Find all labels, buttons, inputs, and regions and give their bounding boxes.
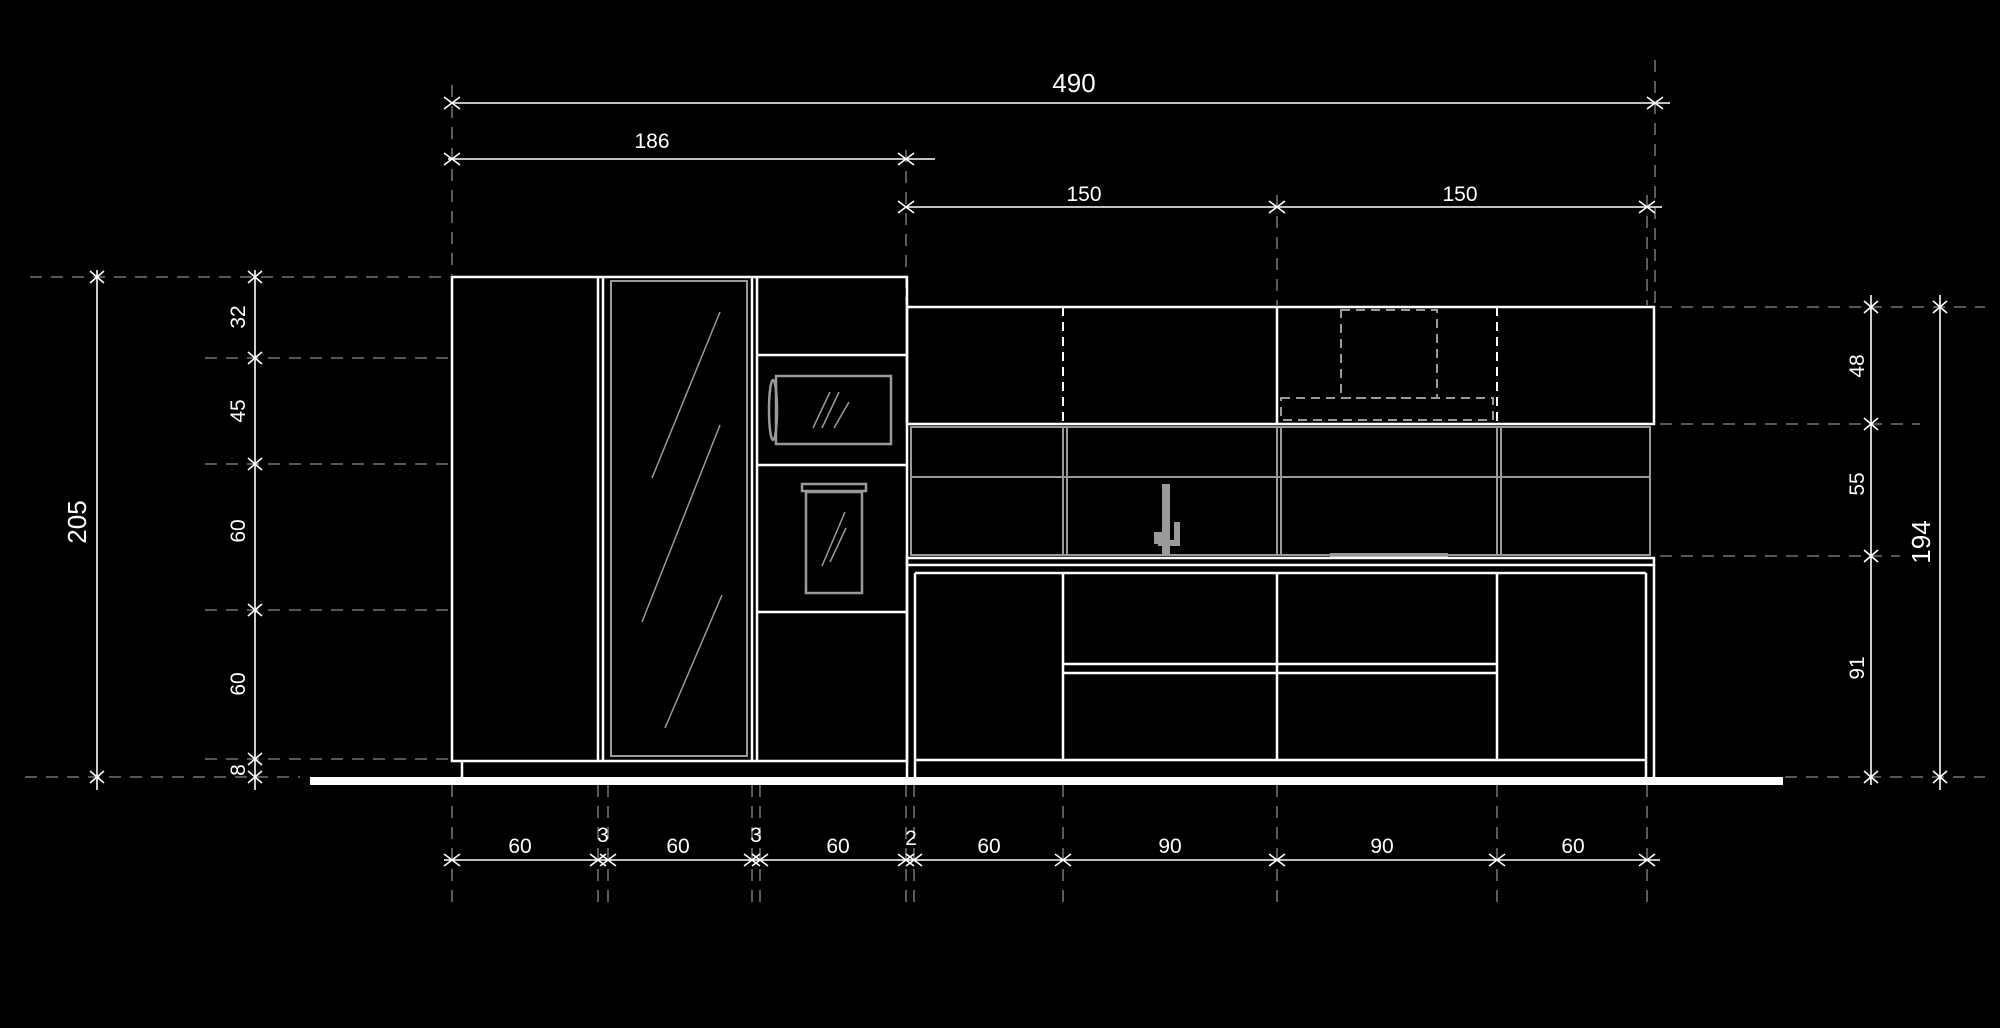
microwave-appliance — [767, 374, 893, 446]
dim-overall-width: 490 — [1052, 68, 1095, 98]
dim-bottom-width-5: 60 — [826, 835, 849, 858]
base-cabinets — [905, 565, 1656, 777]
dim-right-height-2: 55 — [1846, 472, 1869, 495]
dim-left-height-4: 60 — [227, 672, 250, 695]
dim-bottom-width-4: 3 — [750, 824, 762, 847]
dim-left-height-3: 60 — [227, 519, 250, 542]
dim-bottom-width-8: 90 — [1158, 835, 1181, 858]
dim-wall-unit-left: 150 — [1066, 183, 1101, 206]
dim-left-height-2: 45 — [227, 399, 250, 422]
countertop — [905, 556, 1656, 567]
dim-right-height-1: 48 — [1846, 354, 1869, 377]
floor-line — [310, 777, 1783, 785]
range-hood — [1280, 309, 1494, 421]
dim-tall-height: 205 — [62, 500, 92, 543]
dim-bottom-width-2: 3 — [597, 824, 609, 847]
dim-left-height-5: 8 — [227, 764, 250, 776]
cooktop — [1330, 553, 1448, 558]
wall-cabinet-dashed — [1062, 307, 1498, 424]
dim-bottom-width-9: 90 — [1370, 835, 1393, 858]
shelving-grid — [910, 426, 1651, 556]
dim-wall-height: 194 — [1906, 520, 1936, 563]
dim-left-height-1: 32 — [227, 305, 250, 328]
dim-bottom-width-10: 60 — [1561, 835, 1584, 858]
dimension-lines — [89, 96, 1948, 867]
oven-appliance — [800, 482, 868, 595]
faucet-icon — [1154, 484, 1180, 556]
dim-right-height-3: 91 — [1846, 656, 1869, 679]
dim-bottom-width-3: 60 — [666, 835, 689, 858]
wall-cabinets — [905, 305, 1656, 426]
dim-bottom-width-6: 2 — [905, 827, 917, 850]
dim-wall-unit-right: 150 — [1442, 183, 1477, 206]
tall-units — [450, 275, 909, 777]
dim-bottom-width-1: 60 — [508, 835, 531, 858]
fridge-glass-door — [610, 280, 748, 757]
dim-bottom-width-7: 60 — [977, 835, 1000, 858]
dim-tall-unit-width: 186 — [634, 130, 669, 153]
